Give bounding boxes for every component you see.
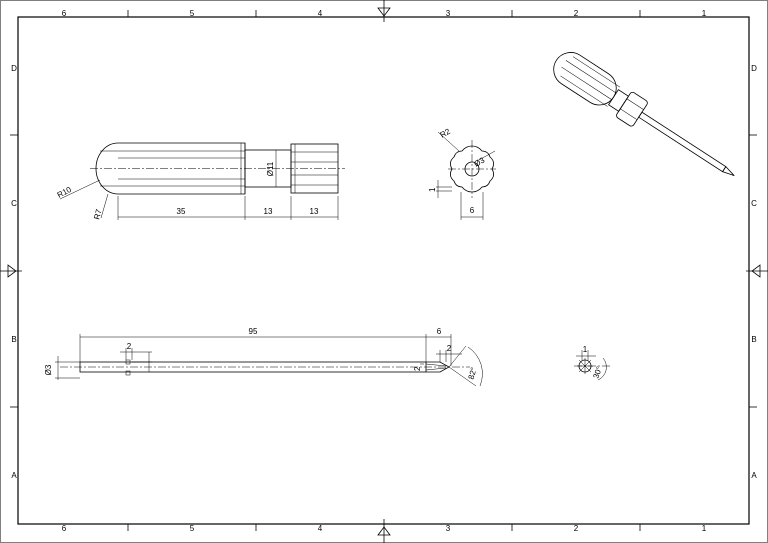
shaft-end-view (574, 350, 612, 381)
zone-col-bottom-6: 6 (62, 524, 67, 533)
zone-col-bottom-2: 2 (574, 524, 579, 533)
screwdriver-isometric (553, 52, 735, 177)
zone-col-top-4: 4 (318, 9, 323, 18)
dim-collar-length: 13 (310, 207, 319, 216)
dim-end-view-angle: 30° (591, 365, 604, 379)
dim-lobe-depth: 1 (428, 187, 437, 192)
zone-row-right-C: C (751, 199, 757, 208)
dim-tip-width: 2 (413, 366, 422, 371)
dim-lobe-width: 6 (470, 206, 475, 215)
sheet-border-inner (17, 16, 750, 525)
handle-side-view (59, 142, 345, 220)
zone-col-bottom-1: 1 (702, 524, 707, 533)
dim-end-view-width: 1 (583, 345, 588, 354)
zone-col-bottom-3: 3 (446, 524, 451, 533)
zone-col-top-2: 2 (574, 9, 579, 18)
zone-col-top-5: 5 (190, 9, 195, 18)
dim-bore-diameter: Ø3 (473, 155, 487, 168)
zone-row-left-C: C (11, 199, 17, 208)
shaft-side-view (55, 334, 483, 387)
dim-tip-length: 6 (437, 327, 442, 336)
zone-row-right-D: D (751, 64, 757, 73)
zone-row-left-B: B (11, 335, 16, 344)
zone-row-right-B: B (751, 335, 756, 344)
dim-fillet-radius: R7 (92, 208, 103, 221)
dim-neck-length: 13 (264, 207, 273, 216)
dim-tip-flat: 2 (447, 344, 452, 353)
dim-handle-length: 35 (177, 207, 186, 216)
dim-neck-diameter: Ø11 (266, 161, 275, 176)
zone-col-bottom-5: 5 (190, 524, 195, 533)
zone-col-top-3: 3 (446, 9, 451, 18)
zone-col-bottom-4: 4 (318, 524, 323, 533)
dim-flat-length: 2 (127, 342, 132, 351)
dim-profile-radius: R2 (439, 127, 453, 140)
dim-shaft-diameter: Ø3 (44, 364, 53, 375)
zone-col-top-1: 1 (702, 9, 707, 18)
zone-row-left-A: A (11, 471, 17, 480)
zone-row-right-A: A (751, 471, 757, 480)
zone-col-top-6: 6 (62, 9, 67, 18)
dim-tip-radius: R10 (56, 185, 74, 200)
zone-ticks (10, 10, 757, 531)
dim-tip-angle: 82° (467, 366, 479, 380)
handle-end-view (436, 131, 496, 220)
zone-row-left-D: D (11, 64, 17, 73)
dim-shaft-length: 95 (249, 327, 258, 336)
